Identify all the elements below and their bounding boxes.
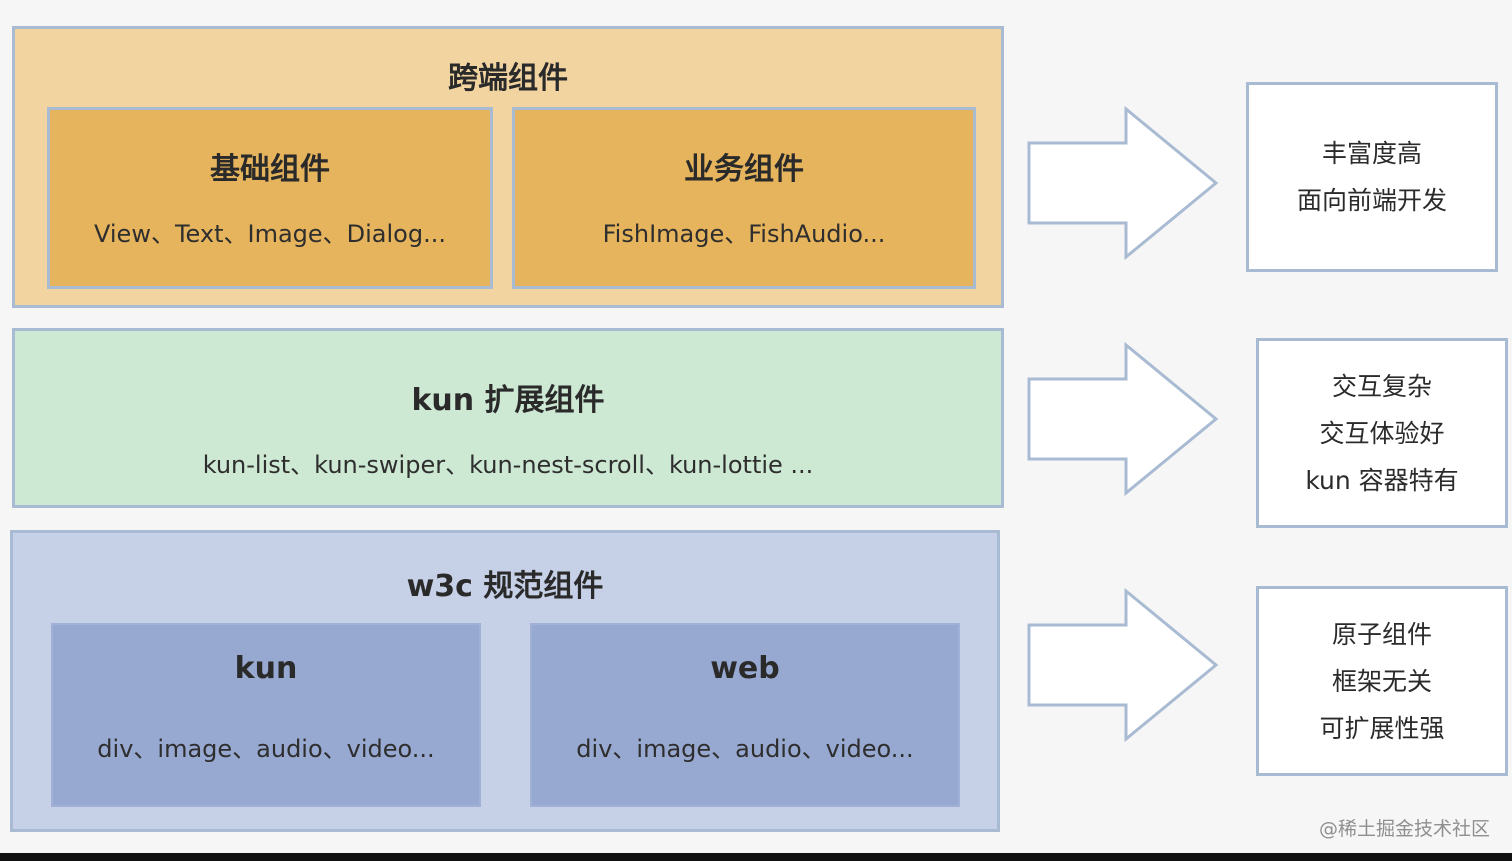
w3c-web-title: web xyxy=(710,651,780,686)
bottom-bar xyxy=(0,853,1512,861)
w3c-kun-title: kun xyxy=(234,651,298,686)
basic-components-box: 基础组件 View、Text、Image、Dialog... xyxy=(47,107,493,289)
cross-platform-title: 跨端组件 xyxy=(448,61,568,96)
w3c-web-items: div、image、audio、video... xyxy=(576,735,914,763)
basic-components-items: View、Text、Image、Dialog... xyxy=(94,220,446,248)
note-line: 丰富度高 xyxy=(1321,139,1422,168)
arrow-right-icon xyxy=(1027,588,1219,742)
arrow-right-icon xyxy=(1027,106,1219,260)
w3c-title: w3c 规范组件 xyxy=(406,569,604,604)
note-line: 面向前端开发 xyxy=(1296,186,1447,215)
kun-extension-note: 交互复杂 交互体验好 kun 容器特有 xyxy=(1256,338,1508,528)
w3c-note: 原子组件 框架无关 可扩展性强 xyxy=(1256,586,1508,776)
cross-platform-panel: 跨端组件 基础组件 View、Text、Image、Dialog... 业务组件… xyxy=(12,26,1004,308)
kun-extension-panel: kun 扩展组件 kun-list、kun-swiper、kun-nest-sc… xyxy=(12,328,1004,508)
w3c-web-box: web div、image、audio、video... xyxy=(530,623,960,807)
business-components-box: 业务组件 FishImage、FishAudio... xyxy=(512,107,976,289)
w3c-panel: w3c 规范组件 kun div、image、audio、video... we… xyxy=(10,530,1000,832)
note-line: 交互复杂 xyxy=(1331,371,1432,401)
kun-extension-title: kun 扩展组件 xyxy=(411,383,605,418)
business-components-items: FishImage、FishAudio... xyxy=(602,220,886,248)
note-line: 原子组件 xyxy=(1331,619,1432,649)
cross-platform-note: 丰富度高 面向前端开发 xyxy=(1246,82,1498,272)
note-line: 交互体验好 xyxy=(1319,418,1445,448)
w3c-kun-box: kun div、image、audio、video... xyxy=(51,623,481,807)
note-line: 框架无关 xyxy=(1331,666,1432,696)
note-line: 可扩展性强 xyxy=(1319,713,1445,743)
kun-extension-items: kun-list、kun-swiper、kun-nest-scroll、kun-… xyxy=(202,451,814,479)
note-line: kun 容器特有 xyxy=(1305,465,1459,495)
arrow-right-icon xyxy=(1027,342,1219,496)
business-components-title: 业务组件 xyxy=(684,152,804,187)
w3c-kun-items: div、image、audio、video... xyxy=(97,735,435,763)
watermark: @稀土掘金技术社区 xyxy=(1318,818,1490,840)
basic-components-title: 基础组件 xyxy=(210,152,330,187)
